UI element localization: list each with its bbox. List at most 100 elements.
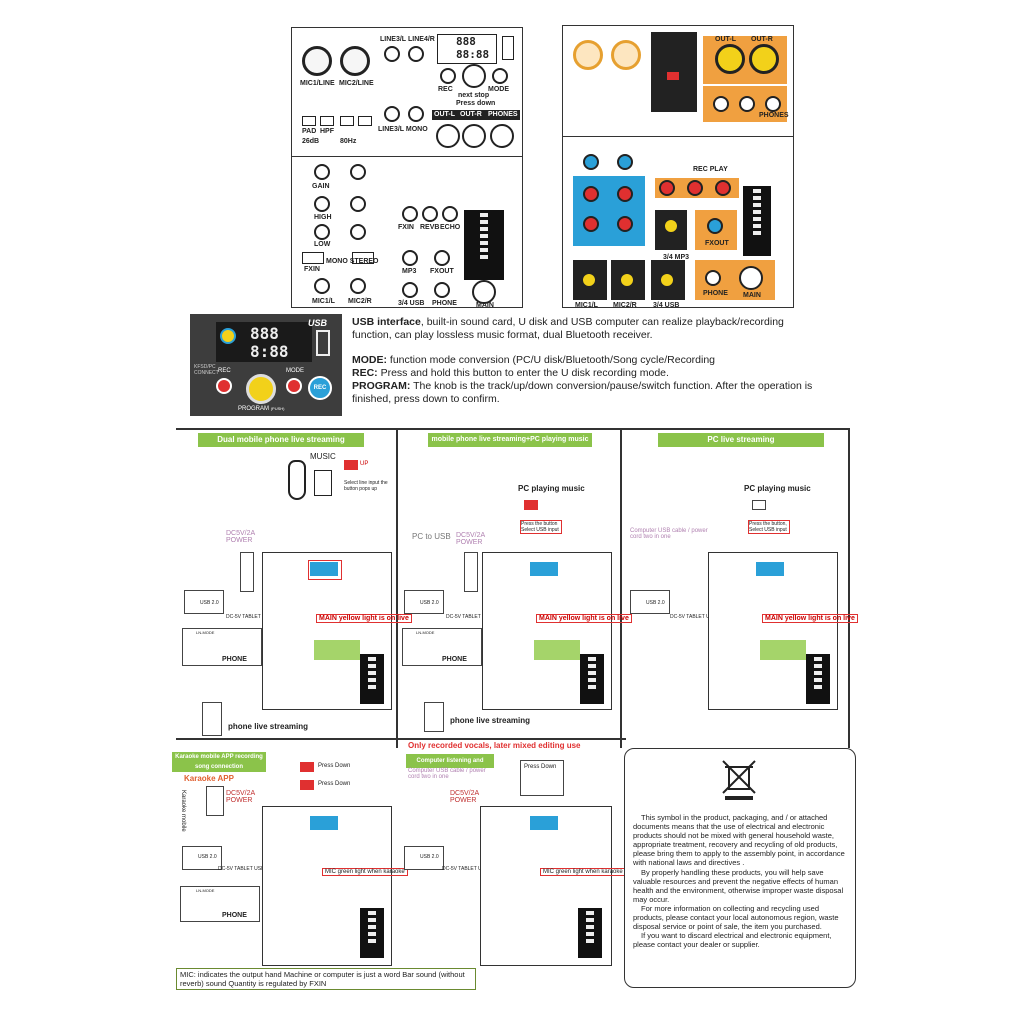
- color-fxout-knob[interactable]: [707, 218, 723, 234]
- usb-program-knob[interactable]: [246, 374, 276, 404]
- rec-button[interactable]: [440, 68, 456, 84]
- pad2-button[interactable]: [340, 116, 354, 126]
- usb-module-photo: 888 8:88 USB KFSD/PC CONNECT REC MODE RE…: [190, 314, 342, 416]
- color-mp3-label: 3/4 MP3: [663, 254, 690, 261]
- usb-rec-red-button[interactable]: [216, 378, 232, 394]
- color-red-button[interactable]: [667, 72, 679, 80]
- color-out-l-jack[interactable]: [713, 96, 729, 112]
- blue-red-knob-3[interactable]: [583, 216, 599, 232]
- hpf-button[interactable]: [320, 116, 334, 126]
- usb-rec-label: REC: [218, 368, 231, 374]
- pad-label: PAD: [302, 128, 317, 135]
- line4b-jack[interactable]: [408, 106, 424, 122]
- phones-jack[interactable]: [490, 124, 514, 148]
- high-knob-2[interactable]: [350, 196, 366, 212]
- mid-knob-2[interactable]: [350, 224, 366, 240]
- color-out-r-jack[interactable]: [739, 96, 755, 112]
- line4-jack[interactable]: [408, 46, 424, 62]
- color-main-knob[interactable]: [739, 266, 763, 290]
- gain-knob-1[interactable]: [314, 164, 330, 180]
- bottom-yellow-knob-2[interactable]: [619, 272, 635, 288]
- diagram1-music: MUSIC: [310, 452, 336, 461]
- fxin-label: FXIN: [304, 266, 320, 273]
- line-mono-jack[interactable]: [384, 106, 400, 122]
- color-main-label: MAIN: [743, 292, 761, 299]
- mic2-xlr-jack[interactable]: [340, 46, 370, 76]
- line-mono-label: LINE3/L MONO: [378, 126, 428, 133]
- diagram4-meter: [360, 908, 384, 958]
- phone-label: PHONE: [432, 300, 457, 307]
- fx-red-knob-2[interactable]: [687, 180, 703, 196]
- echo-knob[interactable]: [442, 206, 458, 222]
- bottom-yellow-knob-1[interactable]: [581, 272, 597, 288]
- out-l-label: OUT-L: [434, 111, 455, 118]
- diagram4-press1-box: [300, 762, 314, 772]
- bottom-yellow-knob-3[interactable]: [659, 272, 675, 288]
- diagram4-phone-box: [180, 886, 260, 922]
- fxout-knob[interactable]: [434, 250, 450, 266]
- mode-button[interactable]: [492, 68, 508, 84]
- usb-text: , built-in sound card, U disk and USB co…: [352, 316, 784, 341]
- color-mic2-xlr[interactable]: [611, 40, 641, 70]
- phone-knob[interactable]: [434, 282, 450, 298]
- fxin-knob[interactable]: [402, 206, 418, 222]
- color-phones-jack[interactable]: [765, 96, 781, 112]
- usb-slot[interactable]: [502, 36, 514, 60]
- program-knob[interactable]: [462, 64, 486, 88]
- mid-knob-1[interactable]: [314, 224, 330, 240]
- usb-mode-red-button[interactable]: [286, 378, 302, 394]
- diagram5-press: Press Down: [524, 764, 557, 770]
- diagram3-computer: Computer USB cable / power cord two in o…: [630, 528, 708, 540]
- diagram1-up-box: [344, 460, 358, 470]
- mic1-xlr-jack[interactable]: [302, 46, 332, 76]
- diagram5-usb: USB 2.0: [420, 854, 439, 860]
- diagram2-pc-to-usb: PC to USB: [412, 532, 451, 541]
- usb-vol-label: 3/4 USB: [398, 300, 425, 307]
- top-blue-knob-2[interactable]: [617, 154, 633, 170]
- fxin-button-1[interactable]: [302, 252, 324, 264]
- out-l-jack[interactable]: [436, 124, 460, 148]
- top-blue-knob-1[interactable]: [583, 154, 599, 170]
- usb-rec-blue-button[interactable]: REC: [308, 376, 332, 400]
- diagram5-ports: DC-5V TABLET USB DC+5V: [442, 866, 507, 872]
- diagram5-blue-jacks: [530, 816, 558, 830]
- diagram3-usb: USB 2.0: [646, 600, 665, 606]
- out-l-xlr[interactable]: [715, 44, 745, 74]
- blue-red-knob-4[interactable]: [617, 216, 633, 232]
- diagram2-title: mobile phone live streaming+PC playing m…: [428, 433, 592, 447]
- diagram1-adapter: [240, 552, 254, 592]
- pad-button[interactable]: [302, 116, 316, 126]
- revb-knob[interactable]: [422, 206, 438, 222]
- hpf2-button[interactable]: [358, 116, 372, 126]
- color-phone-knob[interactable]: [705, 270, 721, 286]
- blue-red-knob-1[interactable]: [583, 186, 599, 202]
- color-mic1-xlr[interactable]: [573, 40, 603, 70]
- diagram4-press1: Press Down: [318, 763, 351, 769]
- out-r-xlr[interactable]: [749, 44, 779, 74]
- out-r-jack[interactable]: [462, 124, 486, 148]
- line3-jack[interactable]: [384, 46, 400, 62]
- usb-port-slot[interactable]: [316, 330, 330, 356]
- color-mp3-knob[interactable]: [663, 218, 679, 234]
- high-knob-1[interactable]: [314, 196, 330, 212]
- main-knob[interactable]: [472, 280, 496, 304]
- fx-red-knob-3[interactable]: [715, 180, 731, 196]
- vol-knob-1[interactable]: [314, 278, 330, 294]
- gain-label: GAIN: [312, 183, 330, 190]
- note-box: MIC: indicates the output hand Machine o…: [176, 968, 476, 990]
- diagram3-button-box: [752, 500, 766, 510]
- high-label: HIGH: [314, 214, 332, 221]
- vol-knob-2[interactable]: [350, 278, 366, 294]
- display-left: 888: [456, 35, 476, 48]
- rec-paragraph: REC: Press and hold this button to enter…: [352, 367, 822, 380]
- blue-red-knob-2[interactable]: [617, 186, 633, 202]
- fx-red-knob-1[interactable]: [659, 180, 675, 196]
- usb-vol-knob[interactable]: [402, 282, 418, 298]
- hpf-label: HPF: [320, 128, 334, 135]
- mp3-knob[interactable]: [402, 250, 418, 266]
- line3-label: LINE3/L: [380, 36, 407, 43]
- diagram1-select: Select line input the button pops up: [344, 480, 388, 492]
- fxin-button-2[interactable]: [352, 252, 374, 264]
- diagram1-up: UP: [360, 461, 369, 467]
- gain-knob-2[interactable]: [350, 164, 366, 180]
